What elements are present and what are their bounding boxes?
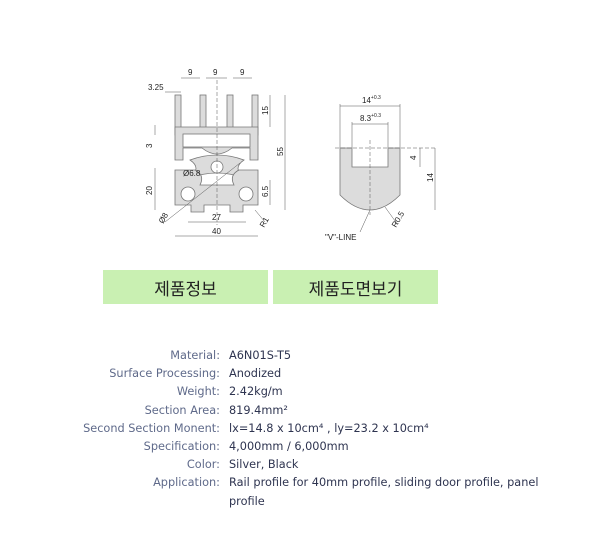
spec-value: Rail profile for 40mm profile, sliding d… [229, 476, 539, 508]
dim-label: Ø8 [157, 211, 170, 225]
dim-label: 27 [212, 213, 221, 222]
dim-label: 20 [145, 186, 154, 195]
profile-dimension-labels: 9 9 9 3.25 15 3 55 20 6.5 Ø6.8 Ø8 27 40 … [145, 68, 285, 236]
view-drawing-button[interactable]: 제품도면보기 [273, 270, 438, 304]
dim-label: Ø6.8 [183, 169, 201, 178]
view-drawing-label: 제품도면보기 [308, 279, 403, 300]
dim-label: 9 [240, 68, 245, 77]
spec-value: 4,000mm / 6,000mm [229, 440, 349, 454]
dim-label: 40 [212, 227, 221, 236]
spec-row-color: Color: Silver, Black [0, 456, 600, 474]
spec-row-surface: Surface Processing: Anodized [0, 365, 600, 383]
spec-table: Material: A6N01S-T5 Surface Processing: An… [0, 347, 600, 511]
spec-value: Silver, Black [229, 458, 299, 472]
dim-label: 4 [409, 155, 418, 160]
dim-label: R0.5 [390, 209, 407, 229]
spec-label: Specification: [143, 440, 220, 454]
spec-row-weight: Weight: 2.42kg/m [0, 383, 600, 401]
dim-label: 8.3+0.3 [360, 113, 381, 123]
spec-value: lx=14.8 x 10cm⁴ , ly=23.2 x 10cm⁴ [229, 421, 429, 435]
spec-row-specification: Specification: 4,000mm / 6,000mm [0, 438, 600, 456]
dim-label: 15 [261, 106, 270, 115]
dim-label: R1 [258, 215, 271, 229]
rail-dimension-lines [335, 104, 436, 233]
spec-row-moment: Second Section Monent: lx=14.8 x 10cm⁴ , … [0, 420, 600, 438]
spec-row-area: Section Area: 819.4mm² [0, 402, 600, 420]
product-drawing: 9 9 9 3.25 15 3 55 20 6.5 Ø6.8 Ø8 27 40 … [145, 68, 436, 242]
product-info-label: 제품정보 [154, 279, 217, 300]
dim-label: 14+0.3 [362, 95, 381, 105]
profile-dimension-lines [154, 77, 286, 237]
spec-label: Weight: [176, 385, 220, 399]
dim-label: 55 [276, 147, 285, 156]
dim-label: 14 [426, 173, 435, 182]
spec-label: Material: [170, 349, 220, 362]
dim-label: 9 [213, 68, 218, 77]
spec-label: Color: [186, 458, 220, 472]
spec-label: Second Section Monent: [83, 421, 220, 435]
profile-section [174, 94, 259, 213]
spec-value: 819.4mm² [229, 403, 288, 417]
dim-label: 9 [188, 68, 193, 77]
spec-value: A6N01S-T5 [229, 349, 292, 362]
dim-label: "V"-LINE [325, 233, 356, 242]
spec-value: 2.42kg/m [229, 385, 283, 399]
spec-label: Surface Processing: [109, 367, 220, 381]
spec-label: Section Area: [144, 403, 220, 417]
dim-label: 6.5 [261, 185, 270, 197]
spec-row-material: Material: A6N01S-T5 [0, 347, 600, 365]
dim-label: 3 [145, 143, 154, 148]
product-info-button[interactable]: 제품정보 [103, 270, 268, 304]
dim-label: 3.25 [148, 83, 164, 92]
spec-row-application: Application: Rail profile for 40mm profil… [0, 474, 600, 510]
spec-value: Anodized [229, 367, 282, 381]
spec-label: Application: [153, 476, 220, 490]
